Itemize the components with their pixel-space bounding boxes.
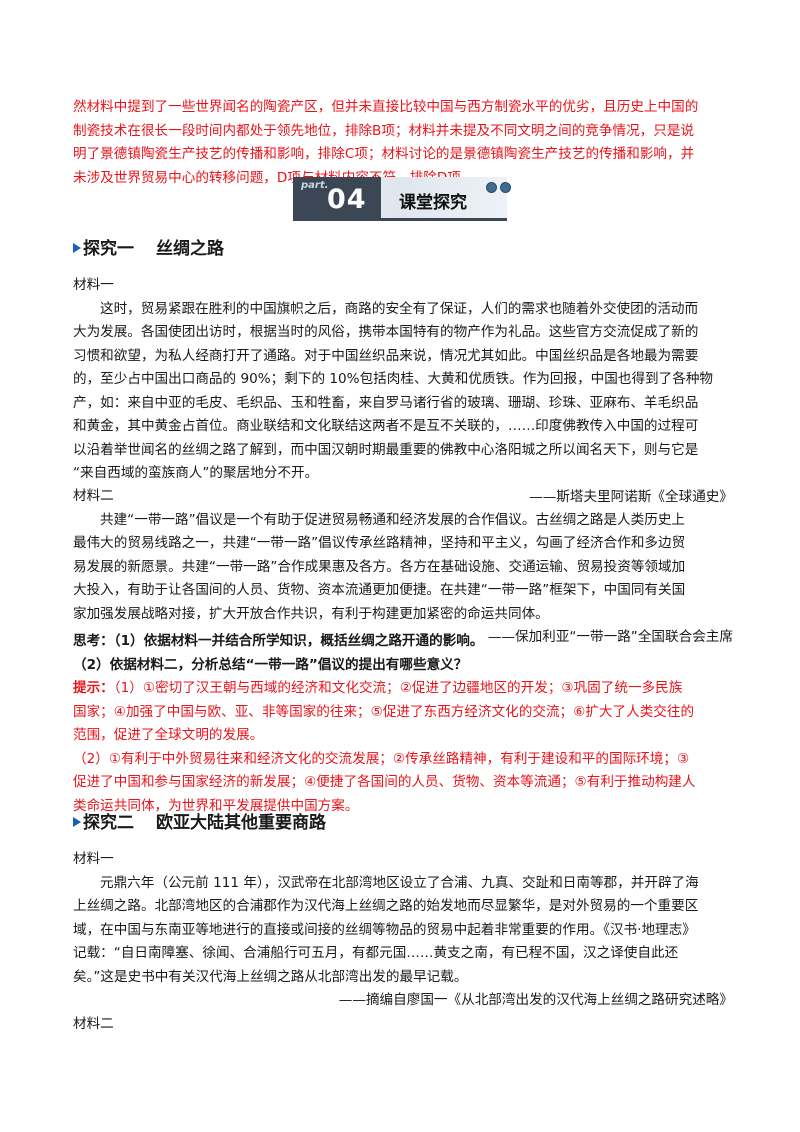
material-line: 共建“一带一路”倡议是一个有助于促进贸易畅通和经济发展的合作倡议。古丝绸之路是人…	[100, 511, 686, 528]
material-source: ——摘编自廖国一《从北部湾出发的汉代海上丝绸之路研究述略》	[338, 992, 733, 1008]
material-line: 和黄金，其中黄金占首位。商业联结和文化联结这两者不是互不关联的，……印度佛教传入…	[73, 418, 699, 434]
hint-line: （1）①密切了汉王朝与西域的经济和文化交流；②促进了边疆地区的开发；③巩固了统一…	[113, 680, 683, 696]
material-label: 材料一	[73, 277, 114, 293]
material-line: 域，在中国与东南亚等地进行的直接或间接的丝绸等物品的贸易中起着非常重要的作用。《…	[73, 921, 696, 938]
material-line: 矣。”这是史书中有关汉代海上丝绸之路从北部湾出发的最早记载。	[73, 968, 468, 985]
material-line: 元鼎六年（公元前 111 年），汉武帝在北部湾地区设立了合浦、九真、交趾和日南等…	[100, 874, 699, 891]
intro-answer: 然材料中提到了一些世界闻名的陶瓷产区，但并未直接比较中国与西方制瓷水平的优劣，且…	[73, 96, 733, 190]
hint-answers: 提示：（1）①密切了汉王朝与西域的经济和文化交流；②促进了边疆地区的开发；③巩固…	[73, 677, 733, 818]
material-line: “来自西域的蛮族商人”的聚居地分不开。	[73, 465, 319, 481]
hint-line: （2）①有利于中外贸易往来和经济文化的交流发展；②传承丝路精神，有利于建设和平的…	[73, 750, 690, 767]
section1-material2: 材料二 共建“一带一路”倡议是一个有助于促进贸易畅通和经济发展的合作倡议。古丝绸…	[73, 485, 733, 650]
think-question-1: 思考：（1）依据材料一并结合所学知识，概括丝绸之路开通的影响。	[73, 633, 484, 649]
hint-line: 范围，促进了全球文明的发展。	[73, 727, 264, 743]
triangle-bullet-icon	[73, 817, 81, 827]
banner-title: 课堂探究	[399, 193, 467, 213]
material-line: 记载：“自日南障塞、徐闻、合浦船行可五月，有都元国……黄支之南，有已程不国，汉之…	[73, 945, 679, 961]
hint-label: 提示：	[73, 680, 114, 696]
banner-dots-icon	[486, 178, 514, 197]
material-label: 材料二	[73, 488, 114, 504]
banner-number: 04	[327, 184, 367, 215]
material-line: 最伟大的贸易线路之一，共建“一带一路”倡议传承丝路精神，坚持和平主义，勾画了经济…	[73, 535, 686, 551]
section2-heading-b: 欧亚大陆其他重要商路	[156, 813, 326, 833]
section1-material1: 材料一 这时，贸易紧跟在胜利的中国旗帜之后，商路的安全有了保证，人们的需求也随着…	[73, 274, 733, 509]
material-line: 习惯和欲望，为私人经商打开了通路。对于中国丝织品来说，情况尤其如此。中国丝织品是…	[73, 347, 699, 364]
material-label: 材料二	[73, 1015, 114, 1032]
material-line: 上丝绸之路。北部湾地区的合浦郡作为汉代海上丝绸之路的始发地而尽显繁华，是对外贸易…	[73, 898, 699, 914]
banner-number-box	[293, 177, 381, 221]
section1-heading-a: 探究一	[83, 239, 134, 259]
think-question-2: （2）依据材料二，分析总结“一带一路”倡议的提出有哪些意义？	[73, 656, 468, 673]
banner-part-word: part.	[301, 180, 329, 191]
banner-underline	[293, 218, 507, 221]
material-source: ——斯塔夫里阿诺斯《全球通史》	[529, 488, 733, 505]
material-line: 易发展的新愿景。共建“一带一路”合作成果惠及各方。各方在基础设施、交通运输、贸易…	[73, 558, 686, 575]
intro-line: 明了景德镇陶瓷生产技艺的传播和影响，排除C项；材料讨论的是景德镇陶瓷生产技艺的传…	[73, 146, 695, 162]
section2-material1: 材料一 元鼎六年（公元前 111 年），汉武帝在北部湾地区设立了合浦、九真、交趾…	[73, 848, 733, 1036]
material-line: 大为发展。各国使团出访时，根据当时的风俗，携带本国特有的物产作为礼品。这些官方交…	[73, 324, 699, 340]
section2-heading: 探究二 欧亚大陆其他重要商路	[73, 810, 326, 836]
part-banner: part. 04 课堂探究	[293, 177, 507, 221]
material-line: 这时，贸易紧跟在胜利的中国旗帜之后，商路的安全有了保证，人们的需求也随着外交使团…	[100, 300, 699, 317]
material-label: 材料一	[73, 851, 114, 867]
material-line: 大投入，有助于让各国间的人员、货物、资本流通更加便捷。在共建“一带一路”框架下，…	[73, 582, 686, 598]
material-line: 家加强发展战略对接，扩大开放合作共识，有利于构建更加紧密的命运共同体。	[73, 605, 549, 622]
hint-line: 国家；④加强了中国与欧、亚、非等国家的往来；⑤促进了东西方经济文化的交流；⑥扩大…	[73, 703, 695, 720]
material-line: 以沿着举世闻名的丝绸之路了解到，而中国汉朝时期最重要的佛教中心洛阳城之所以闻名天…	[73, 441, 699, 458]
hint-line: 类命运共同体，为世界和平发展提供中国方案。	[73, 797, 359, 814]
section2-heading-a: 探究二	[83, 813, 134, 833]
material-line: 的，至少占中国出口商品的 90%；剩下的 10%包括肉桂、大黄和优质铁。作为回报…	[73, 371, 714, 387]
material-source: ——保加利亚“一带一路”全国联合会主席	[487, 629, 733, 645]
intro-line: 然材料中提到了一些世界闻名的陶瓷产区，但并未直接比较中国与西方制瓷水平的优劣，且…	[73, 99, 699, 115]
think-questions: 思考：（1）依据材料一并结合所学知识，概括丝绸之路开通的影响。 （2）依据材料二…	[73, 630, 733, 677]
section1-heading: 探究一 丝绸之路	[73, 236, 224, 262]
triangle-bullet-icon	[73, 243, 81, 253]
section1-heading-b: 丝绸之路	[156, 239, 224, 259]
material-line: 产，如：来自中亚的毛皮、毛织品、玉和牲畜，来自罗马诸行省的玻璃、珊瑚、珍珠、亚麻…	[73, 394, 699, 411]
hint-line: 促进了中国和参与国家经济的新发展；④便捷了各国间的人员、货物、资本等流通；⑤有利…	[73, 774, 696, 790]
intro-line: 制瓷技术在很长一段时间内都处于领先地位，排除B项；材料并未提及不同文明之间的竞争…	[73, 122, 695, 139]
